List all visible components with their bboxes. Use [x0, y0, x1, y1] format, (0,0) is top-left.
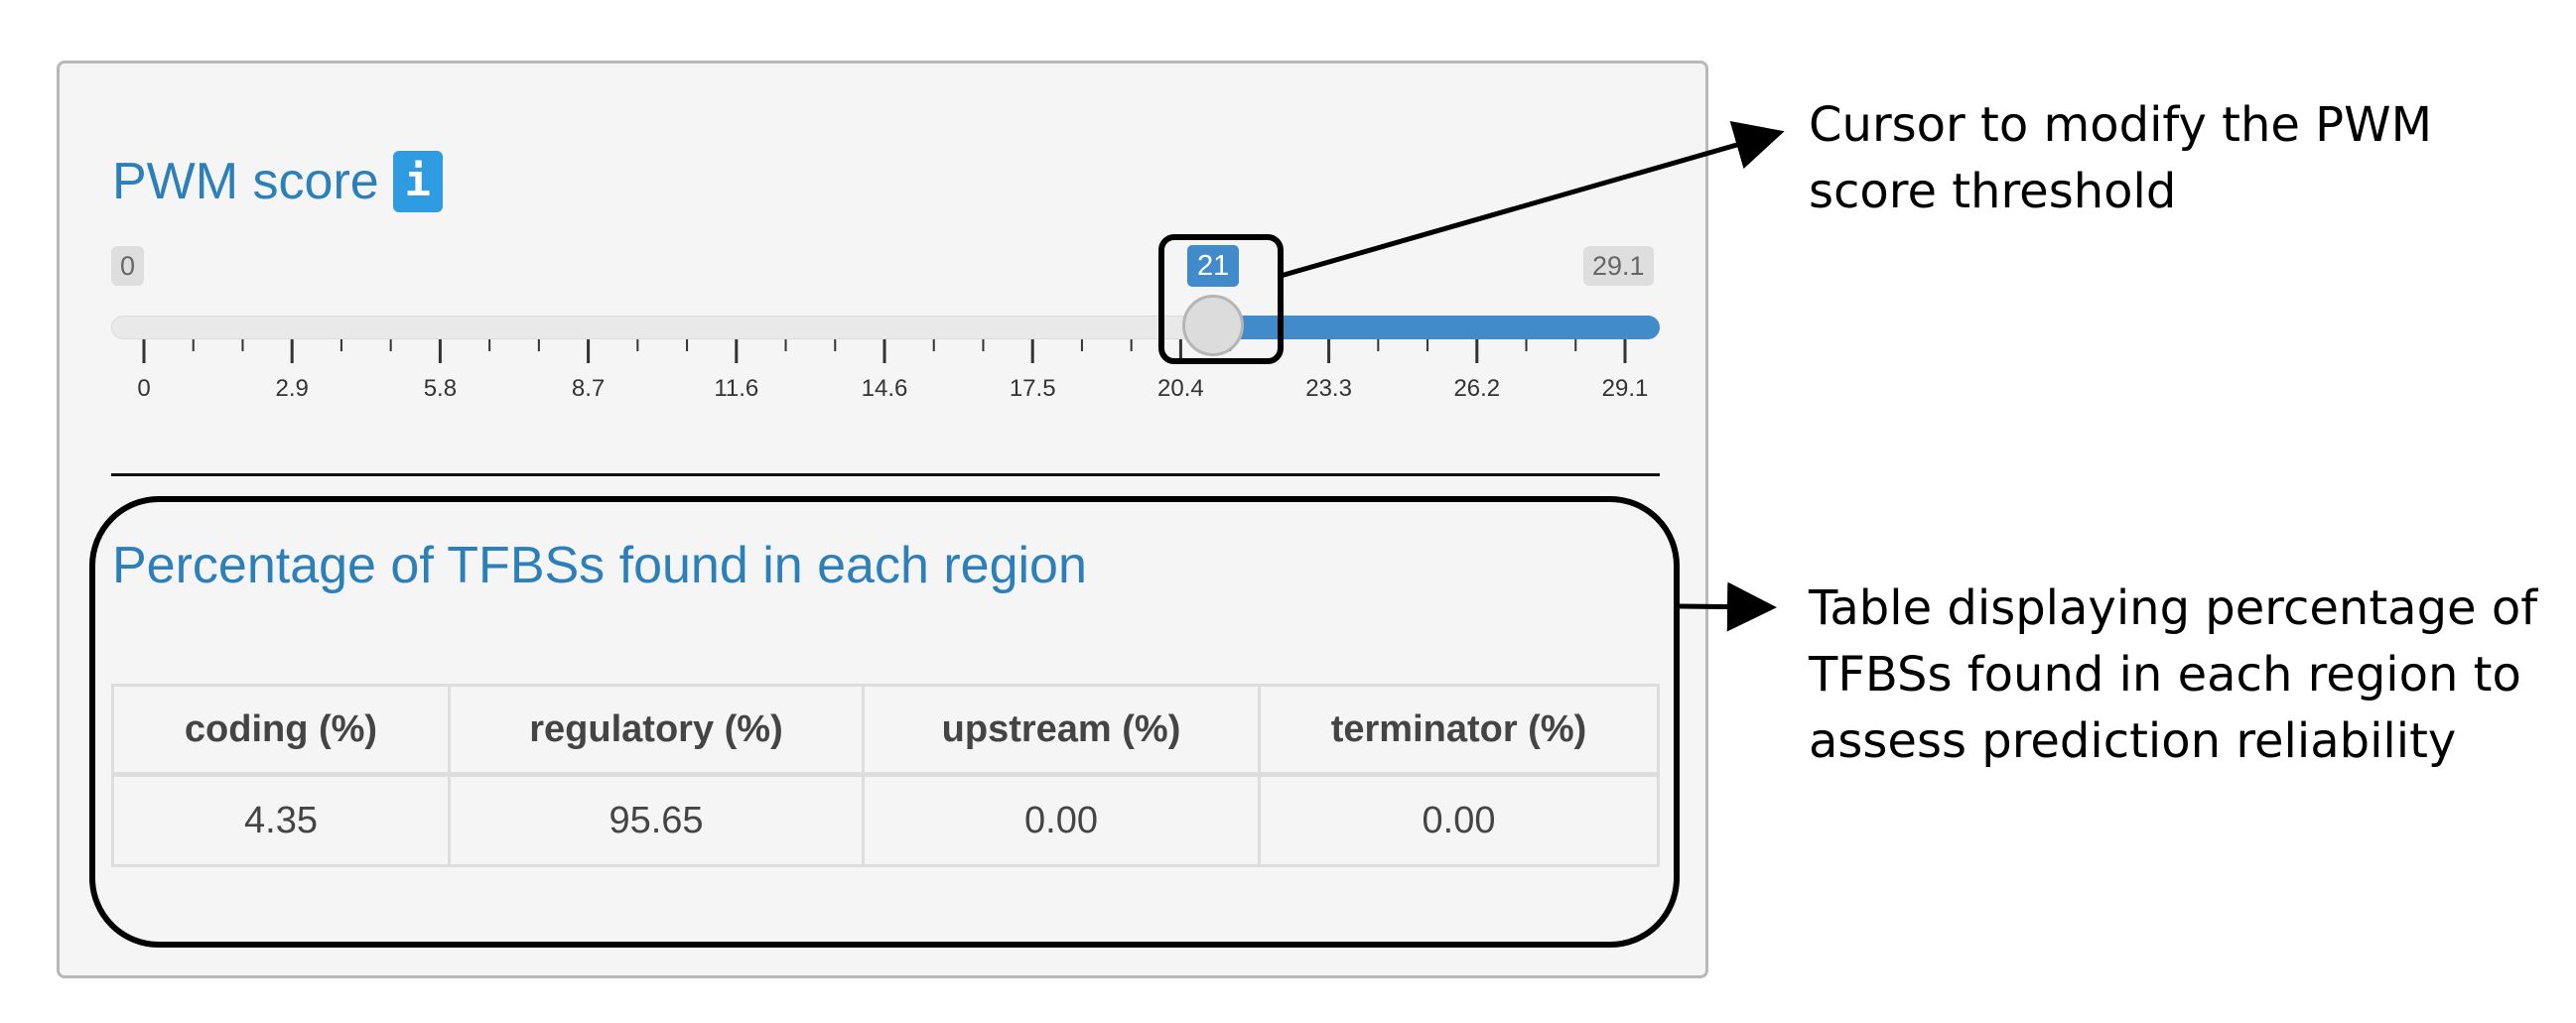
slider-min-label: 0: [111, 246, 145, 286]
cell-regulatory: 95.65: [448, 773, 865, 867]
table-header-row: coding (%) regulatory (%) upstream (%) t…: [111, 684, 1660, 777]
tick-label: 29.1: [1601, 375, 1649, 402]
regions-table: coding (%) regulatory (%) upstream (%) t…: [111, 684, 1660, 867]
pwm-score-heading: PWM score i: [112, 151, 443, 212]
tick-label: 17.5: [1009, 375, 1056, 402]
tick-label: 20.4: [1157, 375, 1204, 402]
table-annotation-box: [89, 496, 1680, 948]
header-regulatory[interactable]: regulatory (%): [448, 684, 865, 777]
tick-label: 23.3: [1305, 375, 1352, 402]
tick-label: 2.9: [275, 375, 309, 402]
header-coding[interactable]: coding (%): [111, 684, 451, 777]
tick-label: 0: [137, 375, 151, 402]
regions-title: Percentage of TFBSs found in each region: [112, 537, 1087, 594]
header-terminator[interactable]: terminator (%): [1258, 684, 1660, 777]
slider-annotation-text: Cursor to modify the PWM score threshold: [1809, 97, 2432, 219]
cell-coding: 4.35: [111, 773, 451, 867]
pwm-score-title: PWM score: [112, 153, 379, 210]
tick-label: 14.6: [861, 375, 908, 402]
info-icon[interactable]: i: [392, 151, 443, 212]
slider-max-label: 29.1: [1583, 246, 1654, 286]
slider-handle[interactable]: [1182, 295, 1244, 356]
table-annotation-text: Table displaying percentage of TFBSs fou…: [1809, 580, 2538, 769]
slider-annotation-box: [1158, 234, 1284, 364]
tick-label: 5.8: [423, 375, 458, 402]
slider-track-fill: [1213, 316, 1660, 339]
slider-annotation-arrow: [1280, 121, 1785, 279]
cell-terminator: 0.00: [1258, 773, 1660, 867]
tick-label: 26.2: [1453, 375, 1501, 402]
tick-label: 11.6: [714, 375, 759, 402]
table-annotation-arrow: [1679, 581, 1777, 632]
cell-upstream: 0.00: [862, 773, 1261, 867]
header-upstream[interactable]: upstream (%): [862, 684, 1261, 777]
tick-label: 8.7: [571, 375, 606, 402]
divider: [111, 473, 1660, 476]
table-row: 4.35 95.65 0.00 0.00: [111, 773, 1660, 867]
slider-value-bubble: 21: [1187, 245, 1240, 287]
